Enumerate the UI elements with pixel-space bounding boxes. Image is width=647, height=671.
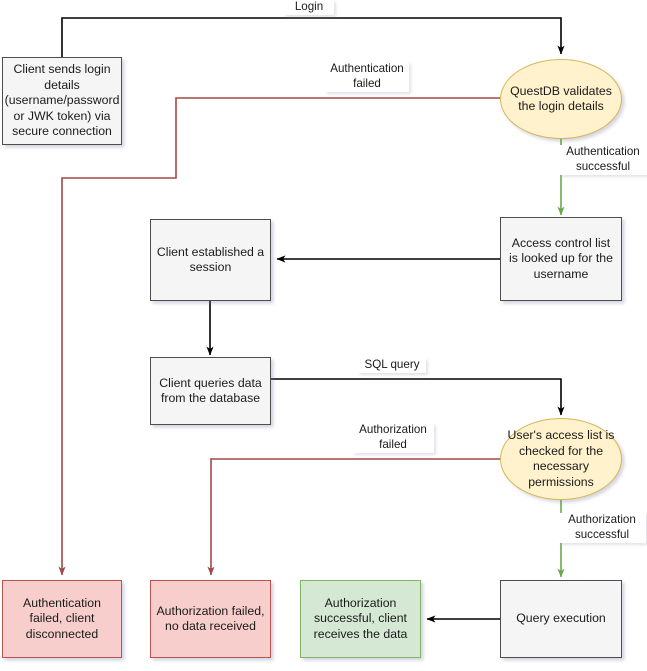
- node-query-execution-label: Query execution: [516, 611, 606, 626]
- node-access-control-list-label: Access control list is looked up for the…: [509, 235, 613, 281]
- node-questdb-validates[interactable]: QuestDB validates the login details: [500, 59, 622, 139]
- edge-authorization-failed: [207, 458, 500, 576]
- node-authz-failed[interactable]: Authorization failed, no data received: [150, 580, 271, 658]
- node-auth-failed[interactable]: Authentication failed, client disconnect…: [2, 580, 122, 658]
- edge-label-authentication-successful: Authentication successful: [559, 145, 647, 175]
- node-access-control-list[interactable]: Access control list is looked up for the…: [500, 217, 622, 301]
- node-access-check[interactable]: User's access list is checked for the ne…: [500, 418, 622, 500]
- node-authz-failed-label: Authorization failed, no data received: [156, 603, 265, 634]
- node-client-login[interactable]: Client sends login details (username/pas…: [2, 57, 122, 145]
- node-questdb-validates-label: QuestDB validates the login details: [510, 83, 612, 114]
- edge-login: [61, 17, 565, 57]
- node-authz-success[interactable]: Authorization successful, client receive…: [300, 580, 421, 658]
- edge-label-authorization-successful: Authorization successful: [558, 513, 646, 543]
- node-authz-success-label: Authorization successful, client receive…: [313, 595, 408, 641]
- node-client-session-label: Client established a session: [156, 244, 265, 275]
- edge-label-authorization-failed: Authorization failed: [352, 423, 434, 453]
- edge-label-authentication-failed: Authentication failed: [325, 62, 409, 92]
- node-client-session[interactable]: Client established a session: [150, 219, 271, 301]
- node-query-execution[interactable]: Query execution: [500, 580, 622, 658]
- node-client-queries[interactable]: Client queries data from the database: [150, 357, 271, 425]
- edge-authentication-failed: [58, 97, 500, 576]
- edge-label-sql-query: SQL query: [358, 358, 426, 373]
- node-client-login-label: Client sends login details (username/pas…: [4, 62, 120, 139]
- edge-label-login: Login: [284, 0, 334, 15]
- node-client-queries-label: Client queries data from the database: [159, 375, 262, 406]
- node-auth-failed-label: Authentication failed, client disconnect…: [23, 595, 101, 641]
- node-access-check-label: User's access list is checked for the ne…: [507, 428, 615, 489]
- edge-sql-query: [271, 378, 565, 416]
